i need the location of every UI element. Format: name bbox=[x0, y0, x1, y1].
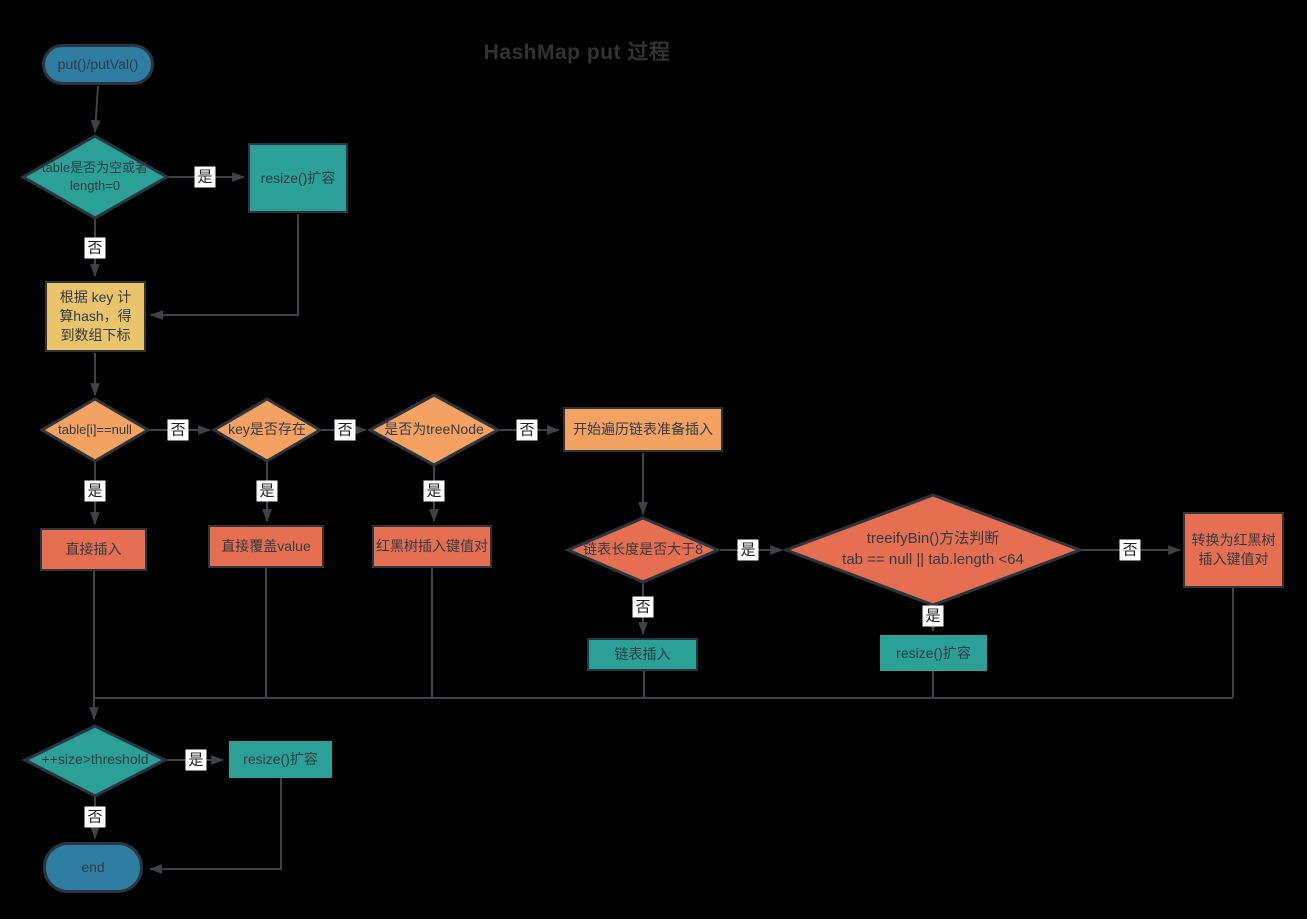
node-shape-check-table-empty bbox=[19, 134, 171, 220]
node-check-table-empty-label: table是否为空或者 length=0 bbox=[41, 159, 149, 193]
node-end: end bbox=[43, 842, 143, 893]
edge-start-to-check-empty bbox=[90, 85, 101, 134]
node-rbtree-put: 红黑树插入键值对 bbox=[372, 525, 492, 568]
node-start: put()/putVal() bbox=[42, 44, 154, 85]
node-check-size-threshold-label: ++size>threshold bbox=[41, 751, 149, 768]
node-check-tree-node-label: 是否为treeNode bbox=[384, 421, 484, 438]
node-resize-top: resize()扩容 bbox=[248, 143, 348, 213]
diagram-title: HashMap put 过程 bbox=[483, 41, 671, 64]
node-resize-bottom: resize()扩容 bbox=[229, 741, 332, 778]
node-compute-hash: 根据 key 计 算hash，得 到数组下标 bbox=[45, 281, 146, 352]
edge-label-yes-key-exists: 是 bbox=[256, 480, 278, 502]
node-shape-treeify-bin-check bbox=[781, 493, 1085, 607]
node-resize-mid: resize()扩容 bbox=[880, 635, 987, 671]
edge-label-no-treeify: 否 bbox=[1119, 539, 1141, 561]
edge-label-no-size-threshold: 否 bbox=[84, 806, 106, 828]
edge-resize-bottom-to-end bbox=[148, 778, 282, 874]
edge-label-yes-table-empty: 是 bbox=[194, 166, 216, 188]
edge-label-no-key-exists: 否 bbox=[334, 419, 356, 441]
edge-label-yes-size-threshold: 是 bbox=[185, 749, 207, 771]
node-overwrite-value: 直接覆盖value bbox=[208, 525, 324, 568]
node-treeify-bin-check-label: treeifyBin()方法判断 tab == null || tab.leng… bbox=[842, 530, 1024, 568]
edge-label-yes-table-i-null: 是 bbox=[84, 480, 106, 502]
edge-resize-to-compute-hash bbox=[149, 214, 299, 320]
node-check-table-i-null-label: table[i]==null bbox=[58, 421, 132, 437]
node-direct-insert: 直接插入 bbox=[40, 528, 147, 571]
node-shape-check-tree-node bbox=[366, 393, 502, 467]
edge-label-yes-treeify: 是 bbox=[922, 605, 944, 627]
edge-label-yes-list-length: 是 bbox=[737, 539, 759, 561]
node-check-key-exists-label: key是否存在 bbox=[228, 421, 306, 438]
node-shape-check-size-threshold bbox=[21, 724, 169, 798]
edge-label-no-tree-node: 否 bbox=[516, 419, 538, 441]
edge-label-no-table-i-null: 否 bbox=[167, 419, 189, 441]
node-convert-rbtree: 转换为红黑树 插入键值对 bbox=[1183, 512, 1284, 588]
node-shape-check-list-length bbox=[564, 516, 722, 584]
node-shape-check-table-i-null bbox=[39, 397, 151, 463]
node-shape-check-key-exists bbox=[211, 397, 323, 463]
node-traverse-list: 开始遍历链表准备插入 bbox=[563, 407, 723, 452]
edge-label-no-list-length: 否 bbox=[632, 596, 654, 618]
node-check-list-length-label: 链表长度是否大于8 bbox=[583, 541, 703, 558]
edge-label-yes-tree-node: 是 bbox=[423, 480, 445, 502]
node-list-insert: 链表插入 bbox=[587, 638, 698, 671]
diamond-group bbox=[19, 134, 1085, 798]
edge-label-no-table-empty: 否 bbox=[84, 237, 106, 259]
